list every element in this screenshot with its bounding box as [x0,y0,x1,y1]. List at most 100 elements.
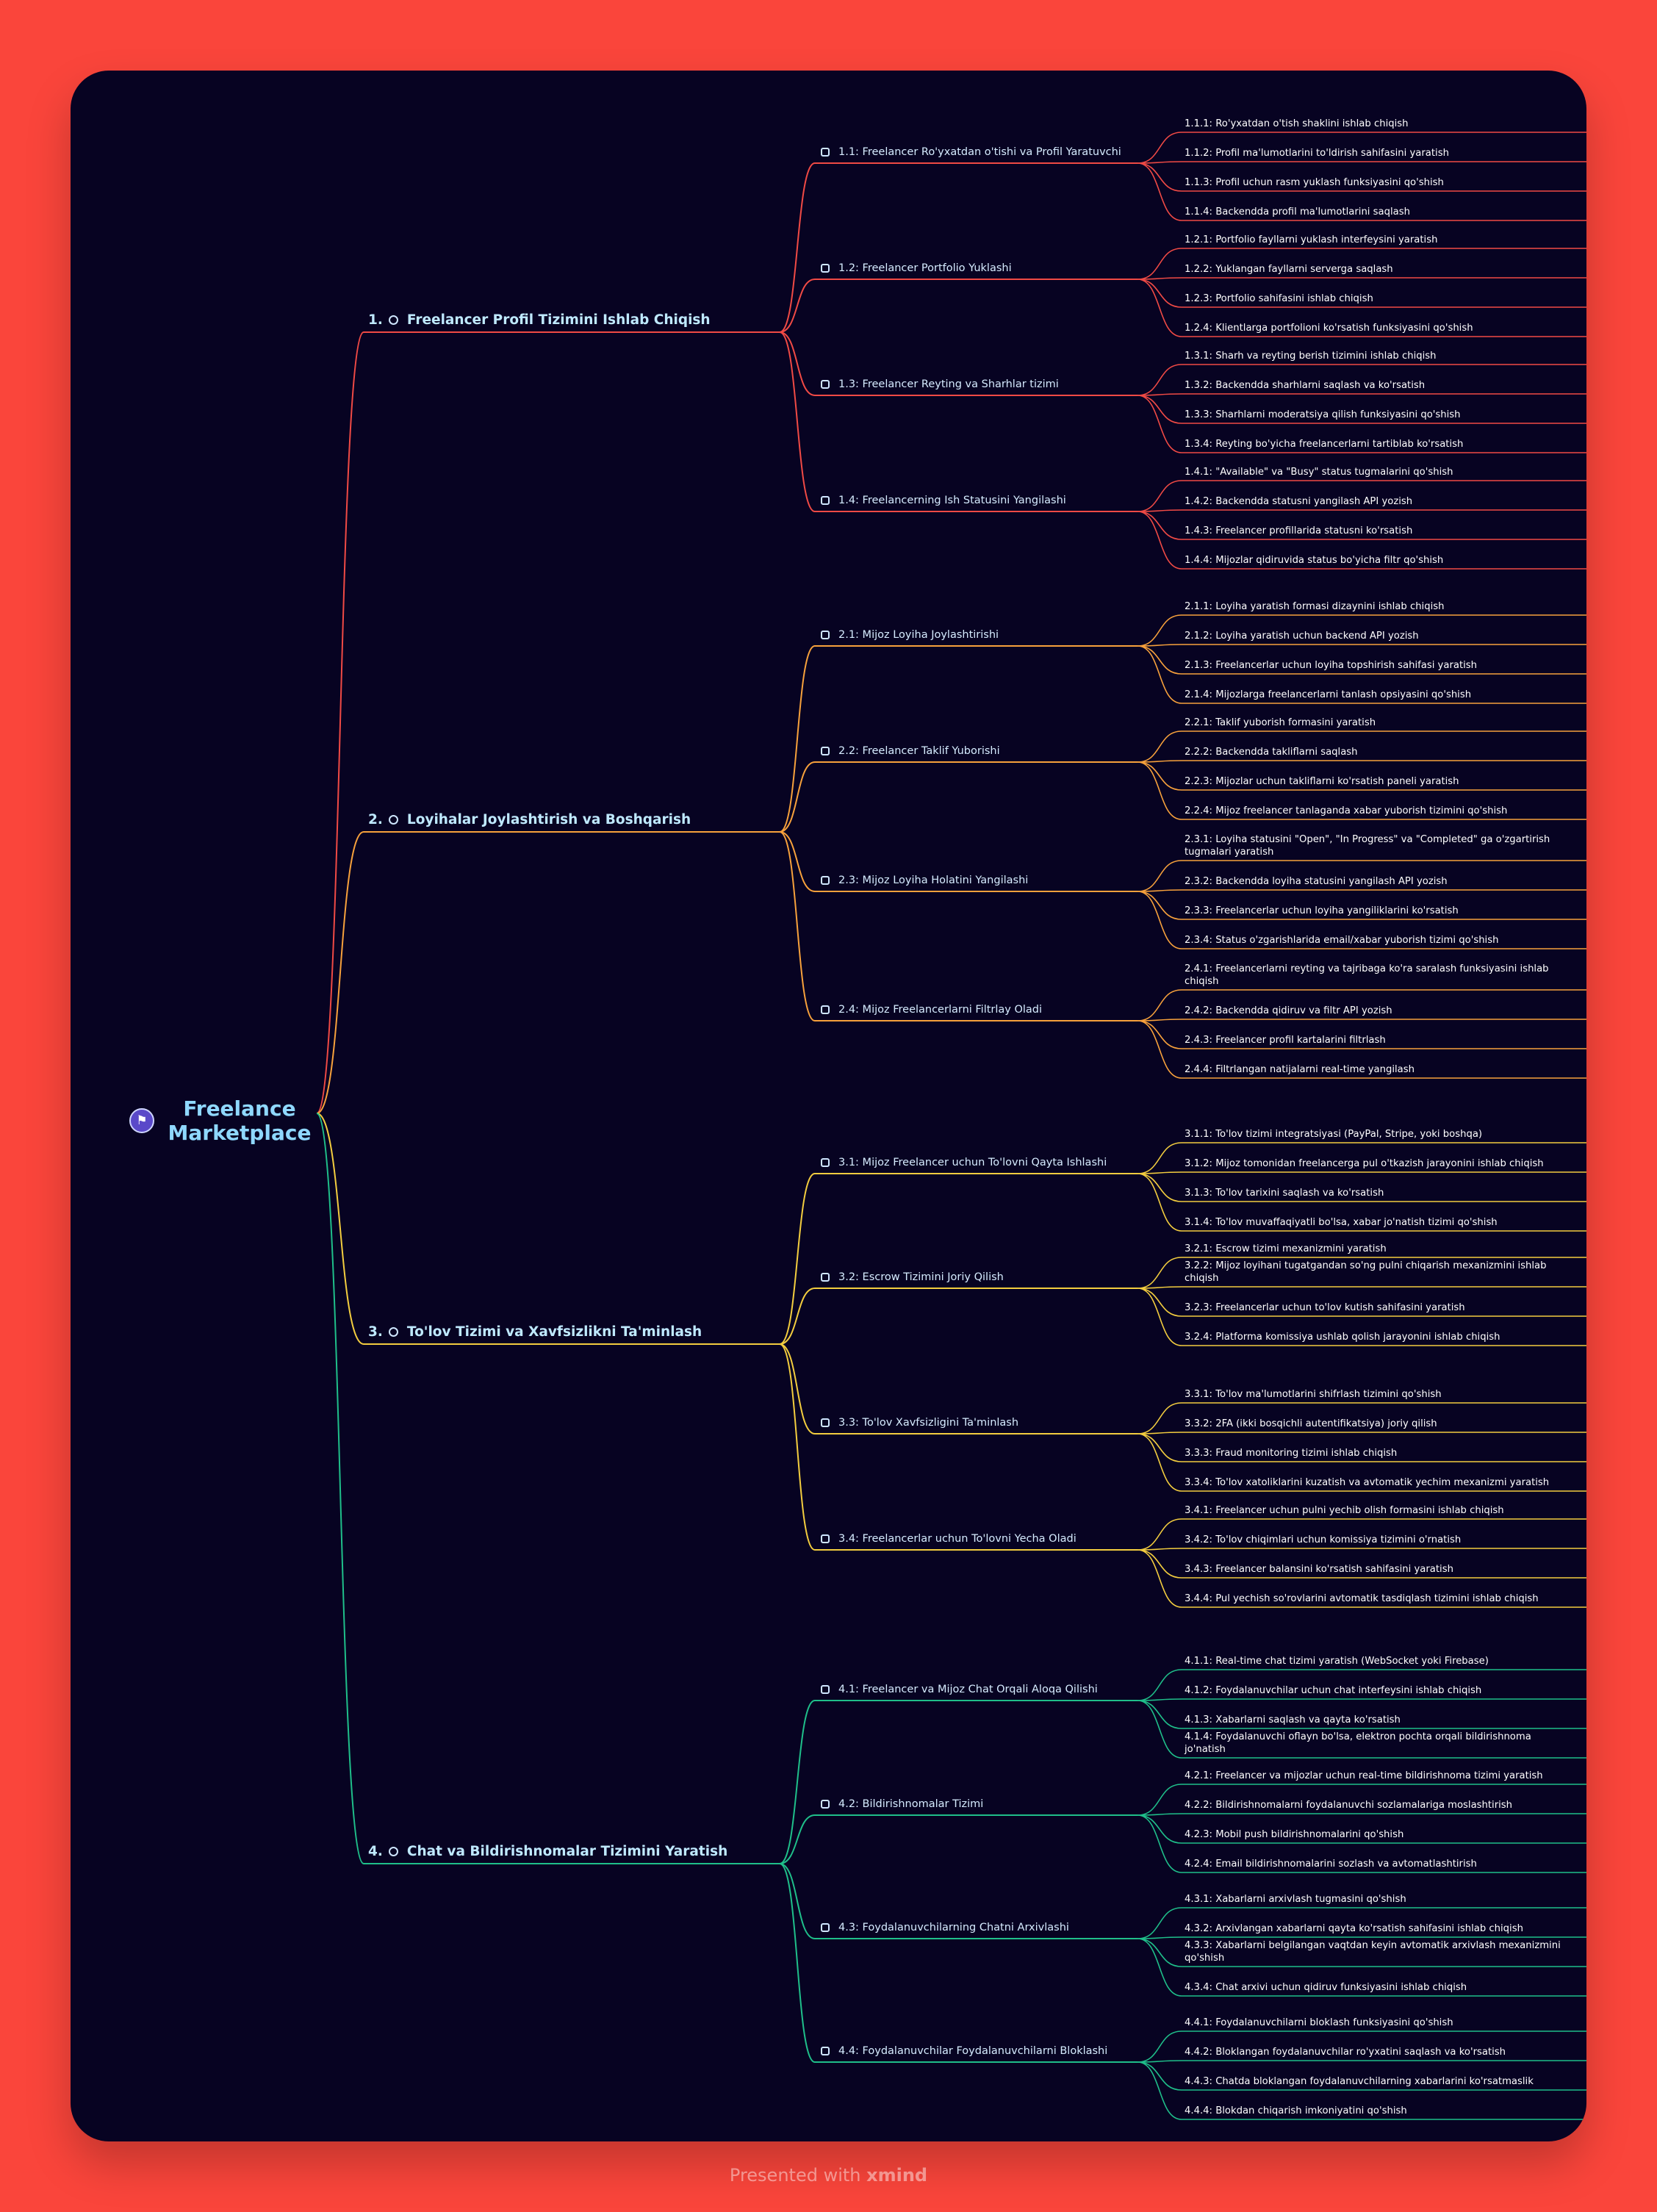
subtopic-4-2[interactable]: 4.2: Bildirishnomalar Tizimi [821,1795,983,1814]
task-1-4-1[interactable]: 1.4.1: "Available" va "Busy" status tugm… [1185,467,1453,478]
task-4-2-4[interactable]: 4.2.4: Email bildirishnomalarini sozlash… [1185,1859,1477,1870]
task-3-1-2[interactable]: 3.1.2: Mijoz tomonidan freelancerga pul … [1185,1158,1544,1169]
task-2-2-3[interactable]: 2.2.3: Mijozlar uchun takliflarni ko'rsa… [1185,776,1459,787]
task-2-3-4[interactable]: 2.3.4: Status o'zgarishlarida email/xaba… [1185,935,1499,946]
task-4-4-4[interactable]: 4.4.4: Blokdan chiqarish imkoniyatini qo… [1185,2105,1407,2116]
task-2-1-3[interactable]: 2.1.3: Freelancerlar uchun loyiha topshi… [1185,660,1478,671]
task-1-1-4[interactable]: 1.1.4: Backendda profil ma'lumotlarini s… [1185,207,1410,218]
task-2-4-3[interactable]: 2.4.3: Freelancer profil kartalarini fil… [1185,1035,1386,1046]
task-1-4-4[interactable]: 1.4.4: Mijozlar qidiruvida status bo'yic… [1185,555,1444,566]
task-1-3-4[interactable]: 1.3.4: Reyting bo'yicha freelancerlarni … [1185,439,1464,450]
task-4-1-4[interactable]: 4.1.4: Foydalanuvchi oflayn bo'lsa, elek… [1185,1731,1531,1755]
task-1-2-4[interactable]: 1.2.4: Klientlarga portfolioni ko'rsatis… [1185,323,1473,334]
task-2-2-2[interactable]: 2.2.2: Backendda takliflarni saqlash [1185,747,1358,758]
connector-lines [316,132,1586,2120]
subtopic-3-1[interactable]: 3.1: Mijoz Freelancer uchun To'lovni Qay… [821,1153,1107,1172]
task-3-2-3[interactable]: 3.2.3: Freelancerlar uchun to'lov kutish… [1185,1302,1465,1313]
task-3-4-4[interactable]: 3.4.4: Pul yechish so'rovlarini avtomati… [1185,1593,1539,1604]
subtopic-2-4[interactable]: 2.4: Mijoz Freelancerlarni Filtrlay Olad… [821,1000,1042,1019]
task-3-3-4[interactable]: 3.3.4: To'lov xatoliklarini kuzatish va … [1185,1477,1550,1488]
task-3-1-1[interactable]: 3.1.1: To'lov tizimi integratsiyasi (Pay… [1185,1129,1483,1140]
branch-title: Loyihalar Joylashtirish va Boshqarish [406,811,691,827]
task-4-1-1[interactable]: 4.1.1: Real-time chat tizimi yaratish (W… [1185,1656,1489,1667]
subtopic-1-1[interactable]: 1.1: Freelancer Ro'yxatdan o'tishi va Pr… [821,143,1121,162]
connector-1-1-3 [1137,162,1182,192]
task-2-4-4[interactable]: 2.4.4: Filtrlangan natijalarni real-time… [1185,1064,1415,1075]
root-topic[interactable]: ⚑ Freelance Marketplace [129,1088,350,1154]
subtopic-3-4[interactable]: 3.4: Freelancerlar uchun To'lovni Yecha … [821,1529,1076,1548]
branch-number: 1. [368,312,383,328]
task-4-4-1[interactable]: 4.4.1: Foydalanuvchilarni bloklash funks… [1185,2017,1453,2028]
task-2-3-1[interactable]: 2.3.1: Loyiha statusini "Open", "In Prog… [1185,834,1550,858]
task-3-2-4[interactable]: 3.2.4: Platforma komissiya ushlab qolish… [1185,1332,1500,1343]
connector-1-4 [779,331,816,512]
connector-3-1-4 [1137,1173,1182,1232]
task-2-2-1[interactable]: 2.2.1: Taklif yuborish formasini yaratis… [1185,717,1376,728]
task-2-3-2[interactable]: 2.3.2: Backendda loyiha statusini yangil… [1185,876,1448,887]
task-2-1-4[interactable]: 2.1.4: Mijozlarga freelancerlarni tanlas… [1185,689,1472,700]
subtopic-2-3[interactable]: 2.3: Mijoz Loyiha Holatini Yangilashi [821,871,1028,890]
branch-number: 3. [368,1324,383,1340]
task-2-4-1[interactable]: 2.4.1: Freelancerlarni reyting va tajrib… [1185,963,1549,987]
task-1-1-3[interactable]: 1.1.3: Profil uchun rasm yuklash funksiy… [1185,177,1444,188]
task-1-1-1[interactable]: 1.1.1: Ro'yxatdan o'tish shaklini ishlab… [1185,118,1409,129]
branch-title: To'lov Tizimi va Xavfsizlikni Ta'minlash [406,1324,702,1340]
task-1-4-3[interactable]: 1.4.3: Freelancer profillarida statusni … [1185,525,1413,536]
subtopic-1-4[interactable]: 1.4: Freelancerning Ish Statusini Yangil… [821,491,1066,510]
subtopic-4-3[interactable]: 4.3: Foydalanuvchilarning Chatni Arxivla… [821,1918,1069,1937]
task-1-3-1[interactable]: 1.3.1: Sharh va reyting berish tizimini … [1185,351,1437,362]
task-3-4-3[interactable]: 3.4.3: Freelancer balansini ko'rsatish s… [1185,1564,1453,1575]
branch-topic-4[interactable]: 4.Chat va Bildirishnomalar Tizimini Yara… [368,1840,727,1862]
task-2-4-2[interactable]: 2.4.2: Backendda qidiruv va filtr API yo… [1185,1005,1392,1016]
task-3-2-2[interactable]: 3.2.2: Mijoz loyihani tugatgandan so'ng … [1185,1260,1547,1284]
task-1-2-3[interactable]: 1.2.3: Portfolio sahifasini ishlab chiqi… [1185,293,1373,304]
task-4-2-1[interactable]: 4.2.1: Freelancer va mijozlar uchun real… [1185,1770,1543,1781]
task-4-4-2[interactable]: 4.4.2: Bloklangan foydalanuvchilar ro'yx… [1185,2047,1506,2058]
task-1-3-2[interactable]: 1.3.2: Backendda sharhlarni saqlash va k… [1185,380,1426,391]
task-3-3-3[interactable]: 3.3.3: Fraud monitoring tizimi ishlab ch… [1185,1448,1398,1459]
connector-1-2-2 [1137,277,1182,280]
subtopic-title: 3.4: Freelancerlar uchun To'lovni Yecha … [838,1533,1076,1545]
subtopic-4-4[interactable]: 4.4: Foydalanuvchilar Foydalanuvchilarni… [821,2042,1107,2061]
connector-3-3-2 [1137,1432,1182,1434]
subtopic-2-1[interactable]: 2.1: Mijoz Loyiha Joylashtirishi [821,625,999,644]
subtopic-3-2[interactable]: 3.2: Escrow Tizimini Joriy Qilish [821,1268,1004,1287]
subtopic-1-3[interactable]: 1.3: Freelancer Reyting va Sharhlar tizi… [821,375,1059,394]
task-3-2-1[interactable]: 3.2.1: Escrow tizimi mexanizmini yaratis… [1185,1243,1387,1254]
task-1-1-2[interactable]: 1.1.2: Profil ma'lumotlarini to'ldirish … [1185,148,1449,159]
task-1-3-3[interactable]: 1.3.3: Sharhlarni moderatsiya qilish fun… [1185,409,1461,420]
task-3-4-2[interactable]: 3.4.2: To'lov chiqimlari uchun komissiya… [1185,1534,1462,1545]
task-2-1-2[interactable]: 2.1.2: Loyiha yaratish uchun backend API… [1185,631,1419,642]
task-4-3-4[interactable]: 4.3.4: Chat arxivi uchun qidiruv funksiy… [1185,1982,1467,1993]
task-1-4-2[interactable]: 1.4.2: Backendda statusni yangilash API … [1185,496,1413,507]
task-3-1-3[interactable]: 3.1.3: To'lov tarixini saqlash va ko'rsa… [1185,1188,1384,1199]
task-3-4-1[interactable]: 3.4.1: Freelancer uchun pulni yechib oli… [1185,1505,1504,1516]
branch-topic-3[interactable]: 3. To'lov Tizimi va Xavfsizlikni Ta'minla… [368,1321,702,1343]
footer-prefix: Presented with [729,2165,861,2186]
task-2-3-3[interactable]: 2.3.3: Freelancerlar uchun loyiha yangil… [1185,905,1459,916]
task-4-2-2[interactable]: 4.2.2: Bildirishnomalarni foydalanuvchi … [1185,1800,1513,1811]
task-2-1-1[interactable]: 2.1.1: Loyiha yaratish formasi dizaynini… [1185,601,1445,612]
connector-1-3-2 [1137,393,1182,396]
task-3-3-2[interactable]: 3.3.2: 2FA (ikki bosqichli autentifikats… [1185,1418,1437,1429]
task-3-3-1[interactable]: 3.3.1: To'lov ma'lumotlarini shifrlash t… [1185,1389,1442,1400]
branch-topic-1[interactable]: 1.Freelancer Profil Tizimini Ishlab Chiq… [368,309,711,331]
task-3-1-4[interactable]: 3.1.4: To'lov muvaffaqiyatli bo'lsa, xab… [1185,1217,1498,1228]
task-4-3-2[interactable]: 4.3.2: Arxivlangan xabarlarni qayta ko'r… [1185,1923,1523,1934]
task-4-2-3[interactable]: 4.2.3: Mobil push bildirishnomalarini qo… [1185,1829,1404,1840]
task-1-2-1[interactable]: 1.2.1: Portfolio fayllarni yuklash inter… [1185,234,1438,245]
task-4-1-3[interactable]: 4.1.3: Xabarlarni saqlash va qayta ko'rs… [1185,1714,1401,1726]
task-4-4-3[interactable]: 4.4.3: Chatda bloklangan foydalanuvchila… [1185,2076,1534,2087]
task-4-3-1[interactable]: 4.3.1: Xabarlarni arxivlash tugmasini qo… [1185,1894,1406,1905]
checkbox-icon [821,876,830,885]
connector-3-1-1 [1137,1142,1182,1174]
subtopic-2-2[interactable]: 2.2: Freelancer Taklif Yuborishi [821,741,1000,761]
task-2-2-4[interactable]: 2.2.4: Mijoz freelancer tanlaganda xabar… [1185,805,1508,816]
task-4-1-2[interactable]: 4.1.2: Foydalanuvchilar uchun chat inter… [1185,1685,1482,1696]
branch-topic-2[interactable]: 2.Loyihalar Joylashtirish va Boshqarish [368,808,691,830]
task-1-2-2[interactable]: 1.2.2: Yuklangan fayllarni serverga saql… [1185,264,1393,275]
task-4-3-3[interactable]: 4.3.3: Xabarlarni belgilangan vaqtdan ke… [1185,1940,1561,1964]
subtopic-1-2[interactable]: 1.2: Freelancer Portfolio Yuklashi [821,259,1012,278]
subtopic-3-3[interactable]: 3.3: To'lov Xavfsizligini Ta'minlash [821,1413,1018,1432]
subtopic-4-1[interactable]: 4.1: Freelancer va Mijoz Chat Orqali Alo… [821,1680,1098,1699]
